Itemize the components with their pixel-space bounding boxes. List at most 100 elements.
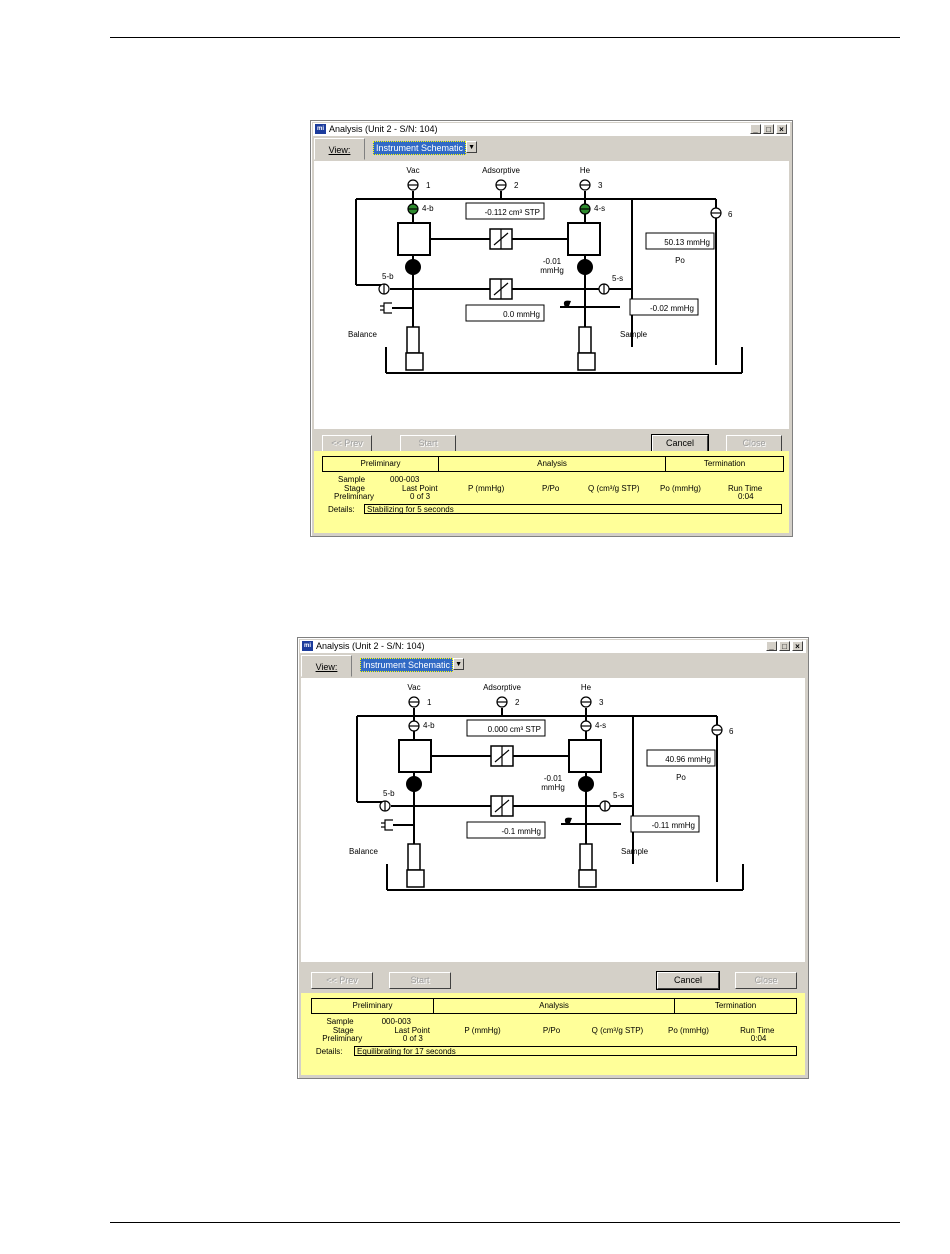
- last-point-label: Last Point: [394, 1026, 430, 1035]
- view-select[interactable]: Instrument Schematic▼: [373, 141, 478, 155]
- valve-5s-label: 5-s: [612, 274, 623, 283]
- phase-preliminary: Preliminary: [323, 457, 439, 471]
- view-select[interactable]: Instrument Schematic▼: [360, 658, 465, 672]
- close-button[interactable]: Close: [735, 972, 797, 989]
- balance-pressure-reading: -0.1 mmHg: [501, 827, 541, 836]
- stage-value: Preliminary: [322, 1034, 363, 1043]
- schematic-canvas: Vac 1 Adsorptive 2 He 3 4-b 4-s 5-b 5-s …: [301, 678, 805, 962]
- po-reading: 50.13 mmHg: [664, 238, 710, 247]
- status-panel: Preliminary Analysis Termination Sample …: [301, 993, 805, 1075]
- po-reading: 40.96 mmHg: [665, 755, 711, 764]
- cancel-button[interactable]: Cancel: [656, 971, 720, 990]
- analysis-window: mi Analysis (Unit 2 - S/N: 104) _ □ × Vi…: [310, 120, 793, 537]
- details-label: Details:: [315, 1047, 343, 1056]
- dropdown-arrow-icon[interactable]: ▼: [453, 658, 465, 670]
- phase-termination: Termination: [703, 459, 746, 468]
- details-value: Stabilizing for 5 seconds: [364, 504, 782, 514]
- phase-termination: Termination: [714, 1001, 757, 1010]
- start-button[interactable]: Start: [400, 435, 456, 452]
- dropdown-arrow-icon[interactable]: ▼: [466, 141, 478, 153]
- close-button[interactable]: Close: [726, 435, 782, 452]
- port-he-label: He: [581, 683, 592, 692]
- run-time-label: Run Time: [728, 484, 763, 493]
- sample-value: 000-003: [381, 1017, 411, 1026]
- manifold-reading-value: -0.01: [544, 774, 563, 783]
- sample-value: 000-003: [390, 475, 420, 484]
- port-adsorptive-label: Adsorptive: [482, 166, 520, 175]
- close-window-button[interactable]: ×: [792, 641, 803, 651]
- port-he-label: He: [580, 166, 591, 175]
- balance-label: Balance: [348, 330, 377, 339]
- window-title: Analysis (Unit 2 - S/N: 104): [329, 124, 438, 134]
- sample-pressure-reading: -0.02 mmHg: [650, 304, 694, 313]
- valve-6-label: 6: [729, 727, 734, 736]
- page-header-rule: [110, 37, 900, 38]
- port-vac-number: 1: [426, 181, 431, 190]
- start-button[interactable]: Start: [389, 972, 451, 989]
- po-column-label: Po (mmHg): [660, 484, 701, 493]
- window-title: Analysis (Unit 2 - S/N: 104): [316, 641, 425, 651]
- port-adsorptive-label: Adsorptive: [483, 683, 521, 692]
- cancel-button[interactable]: Cancel: [651, 434, 709, 453]
- valve-5b-label: 5-b: [382, 272, 394, 281]
- view-select-value[interactable]: Instrument Schematic: [360, 658, 454, 672]
- balance-label: Balance: [349, 847, 378, 856]
- sample-label: Sample: [338, 475, 366, 484]
- details-value: Equilibrating for 17 seconds: [354, 1046, 798, 1056]
- prev-button[interactable]: << Prev: [322, 435, 372, 452]
- minimize-button[interactable]: _: [766, 641, 777, 651]
- po-label: Po: [676, 773, 686, 782]
- dose-reading: 0.000 cm³ STP: [488, 725, 541, 734]
- phase-analysis: Analysis: [434, 999, 676, 1013]
- title-bar: mi Analysis (Unit 2 - S/N: 104) _ □ ×: [313, 123, 790, 136]
- port-adsorptive-number: 2: [515, 698, 520, 707]
- manifold-reading-unit: mmHg: [540, 266, 564, 275]
- view-tab: View:: [314, 138, 365, 160]
- q-column-label: Q (cm³/g STP): [591, 1026, 644, 1035]
- ppo-column-label: P/Po: [542, 1026, 561, 1035]
- last-point-value: 0 of 3: [402, 1034, 423, 1043]
- ppo-column-label: P/Po: [542, 484, 560, 493]
- page-footer-rule: [110, 1222, 900, 1223]
- stage-label: Stage: [332, 1026, 354, 1035]
- last-point-label: Last Point: [402, 484, 438, 493]
- button-bar: << Prev Start Cancel Close: [314, 433, 789, 455]
- run-time-value: 0:04: [738, 492, 754, 501]
- sample-label: Sample: [620, 330, 648, 339]
- port-he-number: 3: [598, 181, 603, 190]
- maximize-button[interactable]: □: [779, 641, 790, 651]
- maximize-button[interactable]: □: [763, 124, 774, 134]
- phase-indicator: Preliminary Analysis Termination: [322, 456, 784, 472]
- valve-5b-label: 5-b: [383, 789, 395, 798]
- stage-value: Preliminary: [334, 492, 375, 501]
- port-adsorptive-number: 2: [514, 181, 519, 190]
- sample-pressure-reading: -0.11 mmHg: [652, 821, 695, 830]
- view-label: View:: [315, 662, 338, 672]
- close-window-button[interactable]: ×: [776, 124, 787, 134]
- status-panel: Preliminary Analysis Termination Sample …: [314, 451, 789, 533]
- valve-6-label: 6: [728, 210, 733, 219]
- minimize-button[interactable]: _: [750, 124, 761, 134]
- schematic-canvas: Vac 1 Adsorptive 2 He 3 4-b 4-s 5-b 5-s …: [314, 161, 789, 429]
- port-he-number: 3: [599, 698, 604, 707]
- manifold-reading-value: -0.01: [543, 257, 562, 266]
- view-label: View:: [328, 145, 351, 155]
- manifold-reading-unit: mmHg: [541, 783, 565, 792]
- analysis-window: mi Analysis (Unit 2 - S/N: 104) _ □ × Vi…: [297, 637, 809, 1079]
- p-column-label: P (mmHg): [468, 484, 505, 493]
- run-time-label: Run Time: [740, 1026, 775, 1035]
- view-select-value[interactable]: Instrument Schematic: [373, 141, 467, 155]
- phase-preliminary: Preliminary: [312, 999, 434, 1013]
- prev-button[interactable]: << Prev: [311, 972, 373, 989]
- instrument-schematic: Vac 1 Adsorptive 2 He 3 4-b 4-s 5-b 5-s …: [349, 683, 744, 891]
- app-icon: mi: [315, 124, 326, 134]
- valve-5s-label: 5-s: [613, 791, 624, 800]
- button-bar: << Prev Start Cancel Close: [301, 970, 805, 992]
- sample-label: Sample: [326, 1017, 354, 1026]
- phase-analysis: Analysis: [439, 457, 667, 471]
- run-time-value: 0:04: [750, 1034, 767, 1043]
- app-icon: mi: [302, 641, 313, 651]
- valve-4s-label: 4-s: [594, 204, 605, 213]
- port-vac-label: Vac: [407, 683, 420, 692]
- title-bar: mi Analysis (Unit 2 - S/N: 104) _ □ ×: [300, 640, 806, 653]
